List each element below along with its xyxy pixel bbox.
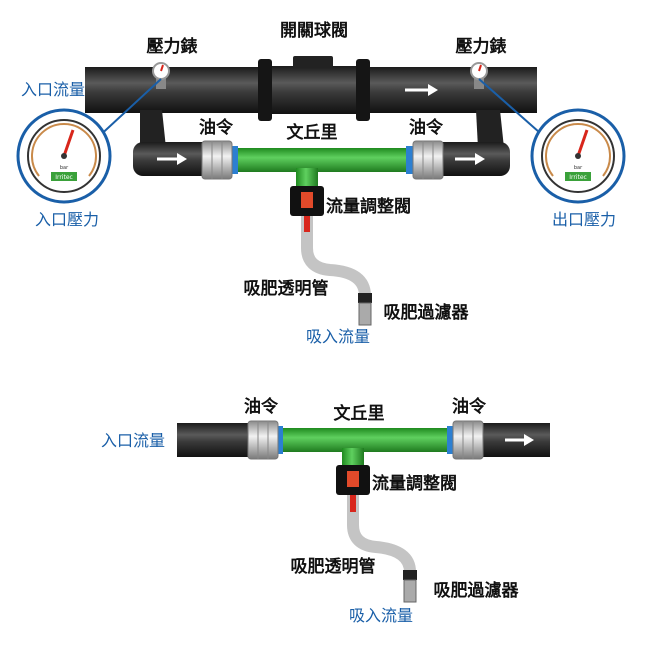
gauge-unit: bar <box>574 165 583 171</box>
gauge-brand: Irritec <box>569 174 587 181</box>
suction-filter <box>403 570 417 603</box>
arrow-right-icon <box>505 434 534 446</box>
label-venturi: 文丘里 <box>334 403 385 424</box>
label-suction-tube: 吸肥透明管 <box>291 556 376 577</box>
union-fitting-right <box>452 420 484 460</box>
gauge-unit: bar <box>60 165 69 171</box>
label-suction-filter: 吸肥過濾器 <box>434 580 520 601</box>
inlet-pressure-gauge-icon: Irritec bar <box>16 108 112 204</box>
union-fitting-left <box>247 420 279 460</box>
venturi-port <box>342 448 364 468</box>
label-inlet-pressure: 入口壓力 <box>35 210 99 229</box>
arrow-right-icon <box>455 153 485 165</box>
seal-ring <box>406 146 413 174</box>
gauge-brand: Irritec <box>55 174 73 181</box>
top-diagram: Irritec bar Irritec bar 壓力錶 開關球閥 壓力錶 入口流… <box>16 21 626 346</box>
label-flow-valve: 流量調整閥 <box>326 196 411 217</box>
label-inlet-flow: 入口流量 <box>101 431 165 450</box>
bottom-diagram: 油令 文丘里 油令 入口流量 流量調整閥 吸肥透明管 吸肥過濾器 吸入流量 <box>101 396 550 625</box>
label-pressure-gauge-right: 壓力錶 <box>456 36 507 57</box>
label-union-left: 油令 <box>244 396 279 417</box>
venturi-port <box>296 168 318 190</box>
label-pressure-gauge-left: 壓力錶 <box>147 36 198 57</box>
label-inlet-flow: 入口流量 <box>21 80 85 99</box>
callout-line <box>94 78 162 141</box>
venturi-body <box>279 428 450 452</box>
label-suction-flow: 吸入流量 <box>306 327 370 346</box>
inlet-pipe <box>177 423 249 457</box>
callout-line <box>478 78 549 141</box>
seal-ring <box>231 146 238 174</box>
label-suction-flow: 吸入流量 <box>349 606 413 625</box>
label-outlet-pressure: 出口壓力 <box>552 210 616 229</box>
seal-ring <box>447 426 454 454</box>
label-ball-valve: 開關球閥 <box>280 21 348 41</box>
union-fitting-left <box>201 140 233 180</box>
ball-valve <box>258 56 370 121</box>
label-union-right: 油令 <box>409 117 444 138</box>
label-suction-filter: 吸肥過濾器 <box>384 302 470 323</box>
arrow-right-icon <box>405 84 438 96</box>
label-union-right: 油令 <box>452 396 487 417</box>
seal-ring <box>276 426 283 454</box>
label-union-left: 油令 <box>199 117 234 138</box>
label-flow-valve: 流量調整閥 <box>372 473 457 494</box>
suction-filter <box>358 293 372 326</box>
arrow-right-icon <box>157 153 187 165</box>
label-venturi: 文丘里 <box>287 122 338 143</box>
flow-regulating-valve <box>336 465 370 495</box>
suction-tube <box>347 495 416 580</box>
label-suction-tube: 吸肥透明管 <box>244 278 329 299</box>
outlet-pressure-gauge-icon: Irritec bar <box>530 108 626 204</box>
union-fitting-right <box>412 140 444 180</box>
pressure-gauge-left-icon <box>152 62 170 89</box>
flow-regulating-valve <box>290 186 324 216</box>
venturi-body <box>234 148 410 172</box>
suction-tube <box>301 216 371 305</box>
